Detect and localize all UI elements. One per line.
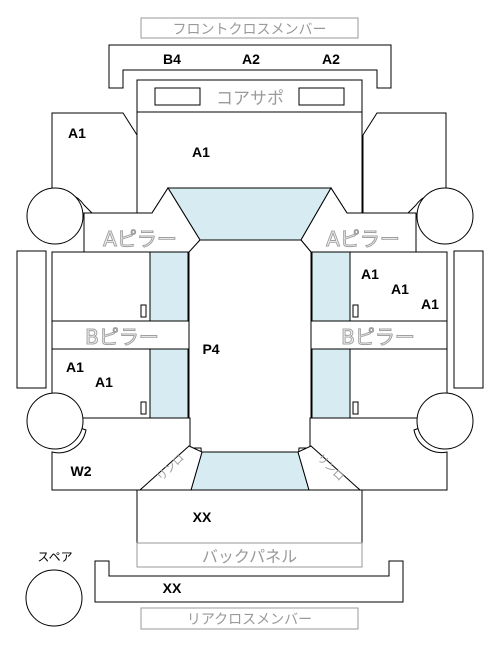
left-headlight (154, 87, 201, 106)
right-rear-window (311, 348, 351, 419)
front-member-right-grade: A2 (322, 51, 340, 67)
back-panel-label: バックパネル (202, 547, 297, 566)
hood-grade: A1 (192, 144, 210, 160)
front-member-left-grade: B4 (163, 51, 181, 67)
right-front-door-grade-2: A1 (391, 281, 409, 297)
left-a-pillar-label: Aピラー (103, 227, 177, 251)
left-front-handle (140, 304, 147, 318)
right-front-handle (352, 304, 359, 318)
front-right-wheel (416, 187, 474, 245)
left-quarter-grade: W2 (71, 463, 92, 479)
rear-window (190, 451, 310, 491)
left-rear-window (149, 348, 189, 419)
left-front-window (149, 251, 189, 322)
right-rear-handle (352, 401, 359, 415)
rear-right-wheel (416, 392, 474, 450)
rear-member-grade: XX (163, 580, 182, 596)
left-side-sill (16, 250, 47, 389)
core-support-label: コアサポ (216, 89, 284, 109)
left-rear-handle (140, 401, 147, 415)
right-front-door-grade-1: A1 (361, 266, 379, 282)
right-front-window (311, 251, 351, 322)
left-front-door (51, 251, 151, 322)
front-cross-member-box (140, 17, 359, 39)
right-a-pillar-label: Aピラー (326, 227, 400, 251)
rear-cross-member-box (140, 607, 359, 630)
front-cross-member-label: フロントクロスメンバー (173, 22, 327, 38)
left-b-pillar-label: Bピラー (85, 325, 159, 349)
spare-label: スペア (37, 550, 72, 564)
spare-tire (25, 569, 83, 627)
back-panel-box (136, 542, 363, 568)
trunk (136, 489, 363, 544)
rear-bumper (94, 560, 404, 603)
right-side-sill (453, 250, 484, 389)
front-left-wheel (26, 187, 84, 245)
front-member-mid-grade: A2 (242, 51, 260, 67)
roof-grade: P4 (202, 341, 219, 357)
left-rear-door-grade-1: A1 (66, 359, 84, 375)
right-b-pillar-label: Bピラー (341, 325, 415, 349)
left-rear-door-grade-2: A1 (95, 374, 113, 390)
front-bumper (108, 44, 392, 89)
front-left-fender-grade: A1 (68, 125, 86, 141)
right-front-door (349, 251, 448, 322)
rear-cross-member-label: リアクロスメンバー (187, 612, 312, 628)
right-front-door-grade-3: A1 (421, 296, 439, 312)
right-headlight (298, 87, 345, 106)
left-quarter-panel (51, 417, 191, 491)
trunk-grade: XX (193, 509, 212, 525)
left-b-pillar (51, 320, 191, 350)
rear-left-wheel (26, 392, 84, 450)
